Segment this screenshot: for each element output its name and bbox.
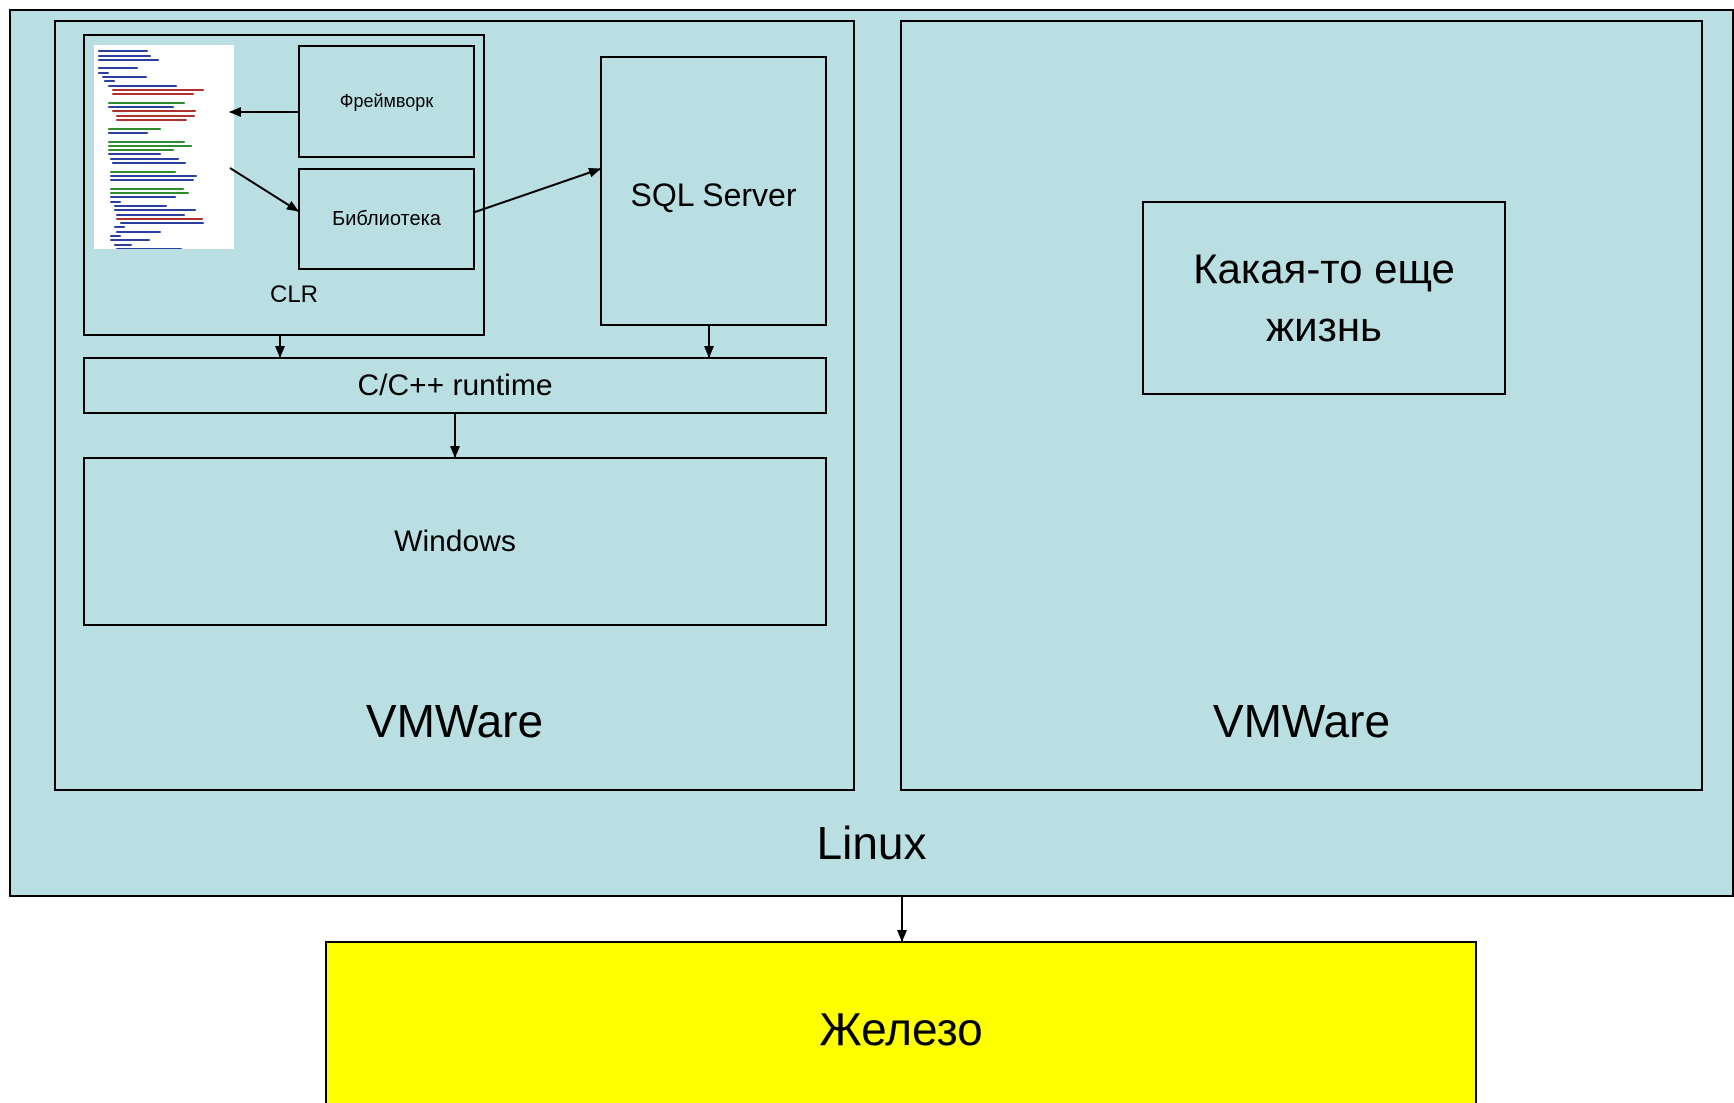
hardware-box: Железо bbox=[325, 941, 1477, 1103]
code-line bbox=[98, 71, 109, 74]
code-line bbox=[116, 217, 204, 220]
runtime-box: C/C++ runtime bbox=[83, 357, 827, 414]
vmware-left-label: VMWare bbox=[365, 695, 544, 747]
code-line bbox=[110, 157, 179, 160]
code-line bbox=[108, 149, 174, 152]
code-line bbox=[110, 196, 176, 199]
sql-server-box: SQL Server bbox=[600, 56, 827, 326]
clr-label: CLR bbox=[269, 281, 318, 308]
other-life-box: Какая-то еще жизнь bbox=[1142, 201, 1506, 395]
code-line bbox=[114, 204, 167, 207]
code-line bbox=[114, 243, 133, 246]
framework-box: Фреймворк bbox=[298, 45, 475, 158]
code-line bbox=[98, 67, 138, 70]
code-line bbox=[120, 222, 205, 225]
other-life-label: Какая-то еще жизнь bbox=[1193, 245, 1455, 350]
code-line bbox=[112, 110, 197, 113]
code-line bbox=[112, 93, 194, 96]
code-line bbox=[108, 127, 161, 130]
code-line bbox=[110, 192, 190, 195]
code-line bbox=[102, 76, 147, 79]
code-line bbox=[110, 239, 150, 242]
code-line bbox=[110, 187, 184, 190]
code-line bbox=[98, 58, 159, 61]
code-line bbox=[114, 226, 125, 229]
code-line bbox=[116, 247, 182, 249]
code-line bbox=[114, 209, 196, 212]
code-line bbox=[116, 114, 196, 117]
code-line bbox=[108, 144, 193, 147]
code-line bbox=[112, 88, 205, 91]
code-line bbox=[110, 174, 198, 177]
hardware-label: Железо bbox=[819, 1003, 983, 1055]
code-line bbox=[108, 106, 174, 109]
runtime-label: C/C++ runtime bbox=[357, 368, 553, 402]
windows-label: Windows bbox=[394, 524, 516, 558]
framework-label: Фреймворк bbox=[339, 91, 434, 111]
library-box: Библиотека bbox=[298, 168, 475, 270]
code-line bbox=[110, 179, 195, 182]
code-line bbox=[110, 200, 121, 203]
vmware-right-container bbox=[900, 20, 1703, 791]
code-line bbox=[108, 101, 185, 104]
code-line bbox=[110, 170, 176, 173]
code-line bbox=[108, 140, 185, 143]
code-line bbox=[98, 50, 149, 53]
code-line bbox=[98, 54, 151, 57]
code-line bbox=[108, 131, 148, 134]
linux-label: Linux bbox=[816, 817, 927, 869]
code-line bbox=[108, 153, 161, 156]
code-line bbox=[104, 80, 115, 83]
code-line bbox=[116, 119, 188, 122]
code-line bbox=[108, 84, 177, 87]
code-listing-icon bbox=[94, 45, 234, 249]
code-line bbox=[112, 162, 186, 165]
code-line bbox=[116, 213, 185, 216]
sql-server-label: SQL Server bbox=[630, 177, 797, 213]
library-label: Библиотека bbox=[332, 207, 441, 230]
windows-box: Windows bbox=[83, 457, 827, 626]
code-line bbox=[110, 235, 121, 238]
code-line bbox=[116, 230, 161, 233]
vmware-right-label: VMWare bbox=[1212, 695, 1391, 747]
